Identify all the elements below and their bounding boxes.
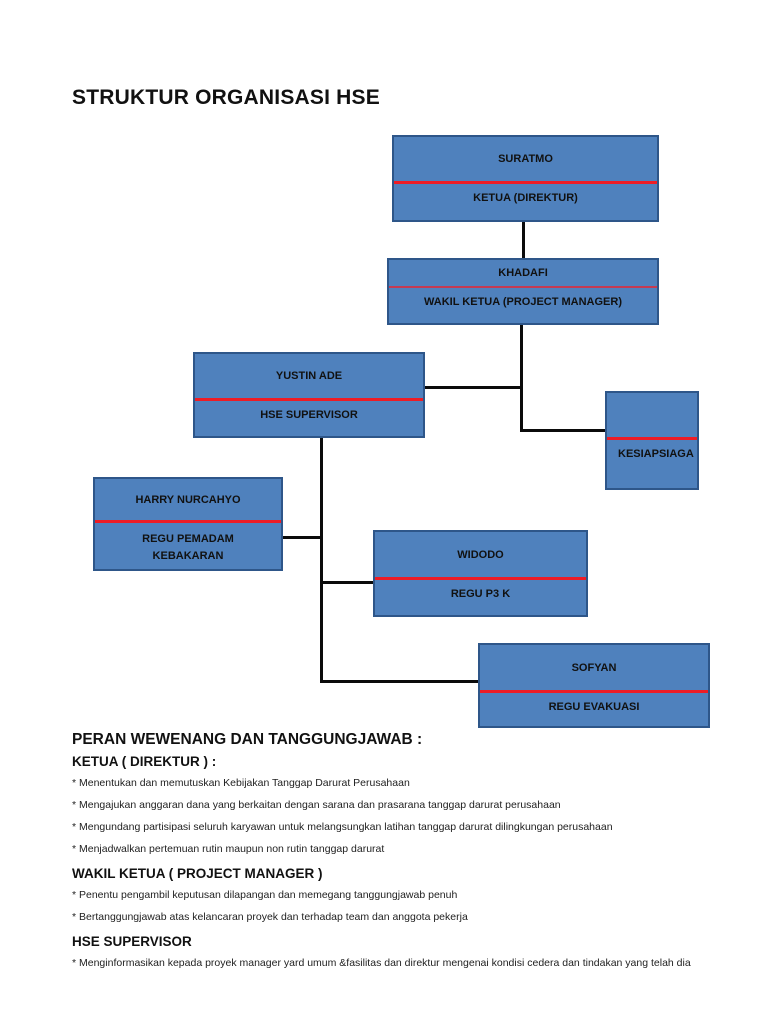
role-item: * Menjadwalkan pertemuan rutin maupun no… — [72, 844, 385, 856]
role-item: * Mengajukan anggaran dana yang berkaita… — [72, 800, 561, 812]
role-label: REGU P3 K — [450, 588, 511, 600]
person-name: WIDODO — [457, 548, 504, 561]
role-label: HSE SUPERVISOR — [260, 409, 358, 421]
node-divider — [389, 286, 657, 288]
connector-yustin-trunk — [320, 438, 323, 683]
role-label: REGU PEMADAM KEBAKARAN — [95, 523, 281, 569]
org-node-suratmo: SURATMO KETUA (DIREKTUR) — [392, 135, 659, 222]
node-divider — [480, 690, 708, 693]
role-item: * Mengundang partisipasi seluruh karyawa… — [72, 822, 613, 834]
node-divider — [95, 520, 281, 523]
group-title-hse-supervisor: HSE SUPERVISOR — [72, 934, 192, 950]
person-name: HARRY NURCAHYO — [135, 493, 241, 506]
org-node-widodo: WIDODO REGU P3 K — [373, 530, 588, 617]
group-title-wakil-ketua: WAKIL KETUA ( PROJECT MANAGER ) — [72, 866, 323, 882]
connector-trunk-sofyan — [320, 680, 480, 683]
org-node-yustin: YUSTIN ADE HSE SUPERVISOR — [193, 352, 425, 438]
role-label: KETUA (DIREKTUR) — [473, 192, 578, 204]
role-item: * Menentukan dan memutuskan Kebijakan Ta… — [72, 778, 410, 789]
role-item: * Menginformasikan kepada proyek manager… — [72, 958, 691, 970]
person-name: YUSTIN ADE — [275, 370, 343, 382]
connector-trunk-kesiapsiagaan — [520, 429, 607, 432]
role-text: REGU PEMADAM KEBAKARAN — [142, 533, 234, 563]
role-label: KESIAPSIAGA — [618, 448, 694, 460]
org-node-harry: HARRY NURCAHYO REGU PEMADAM KEBAKARAN — [93, 477, 283, 571]
connector-khadafi-trunk — [520, 325, 523, 432]
person-name: SURATMO — [498, 153, 553, 165]
connector-trunk-harry — [283, 536, 322, 539]
connector-trunk-widodo — [320, 581, 375, 584]
node-divider — [195, 398, 423, 401]
roles-section: PERAN WEWENANG DAN TANGGUNGJAWAB : KETUA… — [72, 731, 768, 980]
role-item: * Penentu pengambil keputusan dilapangan… — [72, 890, 458, 902]
connector-trunk-yustin — [425, 386, 522, 389]
node-divider — [375, 577, 586, 580]
node-divider — [607, 437, 697, 440]
person-name: SOFYAN — [571, 661, 617, 674]
person-name: KHADAFI — [498, 267, 548, 279]
role-label: WAKIL KETUA (PROJECT MANAGER) — [424, 296, 622, 308]
group-title-ketua: KETUA ( DIREKTUR ) : — [72, 754, 217, 769]
org-node-khadafi: KHADAFI WAKIL KETUA (PROJECT MANAGER) — [387, 258, 659, 325]
page-title: STRUKTUR ORGANISASI HSE — [72, 86, 380, 110]
role-label: REGU EVAKUASI — [548, 701, 640, 713]
org-node-kesiapsiagaan: KESIAPSIAGA — [605, 391, 699, 490]
roles-heading: PERAN WEWENANG DAN TANGGUNGJAWAB : — [72, 731, 423, 748]
person-name — [607, 393, 697, 437]
role-item: * Bertanggungjawab atas kelancaran proye… — [72, 912, 468, 924]
connector-suratmo-khadafi — [522, 222, 525, 258]
node-divider — [394, 181, 657, 184]
org-node-sofyan: SOFYAN REGU EVAKUASI — [478, 643, 710, 728]
